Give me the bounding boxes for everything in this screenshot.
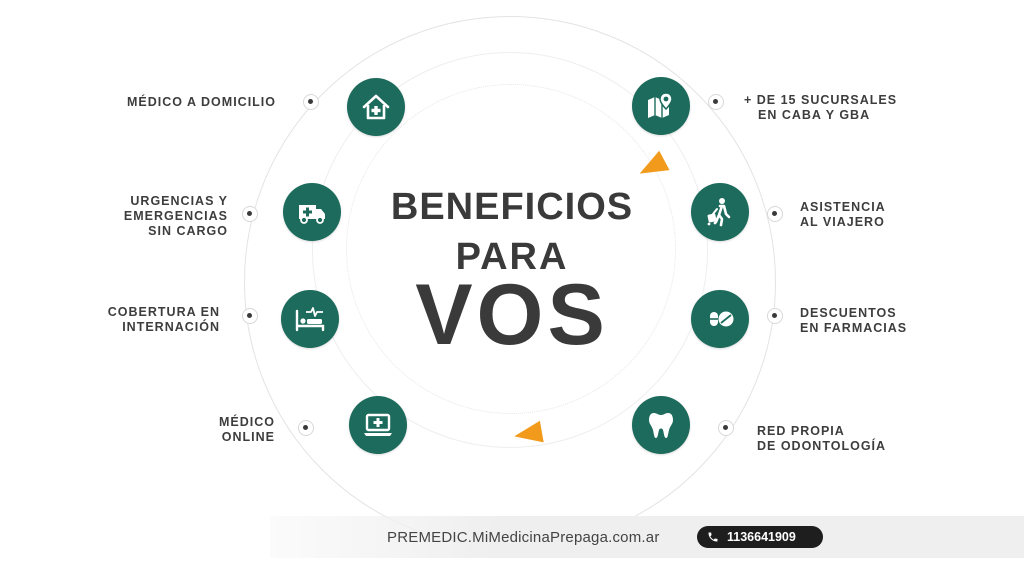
ambulance-icon (283, 183, 341, 241)
connector-dot (298, 420, 314, 436)
pills-icon (691, 290, 749, 348)
phone-badge: 1136641909 (697, 526, 823, 548)
title-line-3: VOS (415, 267, 609, 363)
orange-arrow-top (634, 150, 670, 184)
home-medical-icon (347, 78, 405, 136)
benefit-label-asistencia: ASISTENCIA AL VIAJERO (800, 200, 886, 229)
connector-dot (767, 206, 783, 222)
benefit-label-sucursales: + DE 15 SUCURSALES EN CABA Y GBA (744, 93, 898, 122)
hospital-bed-icon (281, 290, 339, 348)
traveler-icon (691, 183, 749, 241)
connector-dot (303, 94, 319, 110)
title-line-1: BENEFICIOS (390, 186, 634, 228)
footer-bar (270, 516, 1024, 558)
connector-dot (708, 94, 724, 110)
connector-dot (242, 308, 258, 324)
benefit-label-urgencias: URGENCIAS Y EMERGENCIAS SIN CARGO (123, 194, 228, 238)
connector-dot (767, 308, 783, 324)
map-pin-icon (632, 77, 690, 135)
benefit-label-medico-domicilio: MÉDICO A DOMICILIO (126, 95, 276, 109)
benefit-label-farmacias: DESCUENTOS EN FARMACIAS (800, 306, 908, 335)
laptop-medical-icon (349, 396, 407, 454)
benefit-label-internacion: COBERTURA EN INTERNACIÓN (107, 305, 220, 334)
phone-icon (708, 532, 718, 542)
connector-dot (242, 206, 258, 222)
orange-arrow-bottom (512, 420, 544, 448)
footer-website: PREMEDIC.MiMedicinaPrepaga.com.ar (387, 529, 660, 546)
connector-dot (718, 420, 734, 436)
benefit-label-odontologia: RED PROPIA DE ODONTOLOGÍA (757, 424, 887, 453)
tooth-icon (632, 396, 690, 454)
phone-number: 1136641909 (727, 530, 796, 544)
title-line-2: PARA (455, 236, 569, 278)
benefit-label-medico-online: MÉDICO ONLINE (219, 415, 275, 444)
